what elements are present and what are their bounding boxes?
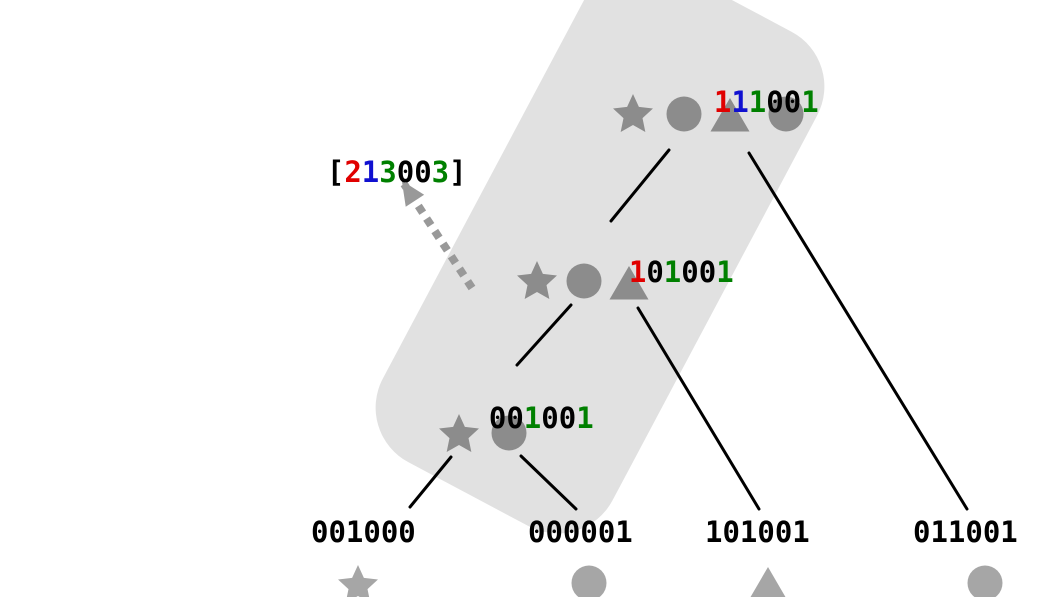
internal-node-label-101001: 101001 (559, 223, 734, 322)
circle-icon (967, 565, 1003, 597)
label-char: 0 (681, 255, 699, 289)
leaf-label-001000: 001000 (311, 515, 416, 549)
label-char: 0 (396, 155, 415, 189)
label-char: 1 (731, 85, 749, 119)
label-char: 3 (379, 155, 397, 189)
star-icon (338, 565, 378, 597)
label-char: 1 (801, 85, 819, 119)
label-char: 1 (576, 401, 594, 435)
label-char: 1 (713, 85, 732, 119)
label-char: 0 (558, 401, 577, 435)
label-char: 3 (431, 155, 450, 189)
label-char: 1 (628, 255, 647, 289)
tree-edge-lower-to-leaf-000001 (519, 454, 578, 511)
leaf-label-101001: 101001 (705, 515, 810, 549)
label-char: 0 (488, 401, 507, 435)
label-char: 0 (646, 255, 664, 289)
leaf-label-000001: 000001 (528, 515, 633, 549)
tree-edge-lower-to-leaf-001000 (408, 455, 453, 509)
label-char: [ (326, 155, 345, 189)
internal-node-label-111001: 111001 (644, 53, 819, 152)
tree-edge-top-to-middle (609, 148, 671, 223)
label-char: 1 (523, 401, 542, 435)
leaf-label-011001: 011001 (913, 515, 1018, 549)
label-char: 0 (414, 155, 432, 189)
label-char: 2 (344, 155, 362, 189)
tree-edge-middle-to-leaf-101001 (636, 306, 761, 511)
label-char: 1 (716, 255, 734, 289)
group-profile-arrow (400, 180, 476, 291)
label-char: 0 (541, 401, 559, 435)
label-char: 0 (783, 85, 802, 119)
triangle-icon (748, 567, 788, 597)
merged-group-highlight (375, 0, 825, 534)
label-char: 0 (506, 401, 524, 435)
circle-icon (571, 565, 607, 597)
label-char: 1 (748, 85, 767, 119)
tree-edge-middle-to-lower (515, 303, 573, 367)
label-char: 1 (361, 155, 380, 189)
label-char: 0 (766, 85, 784, 119)
tree-edge-top-to-leaf-011001 (747, 151, 969, 511)
group-profile-label: [213003] (257, 123, 467, 222)
label-char: 1 (663, 255, 682, 289)
label-char: ] (449, 155, 467, 189)
internal-node-label-001001: 001001 (419, 369, 594, 468)
label-char: 0 (698, 255, 717, 289)
